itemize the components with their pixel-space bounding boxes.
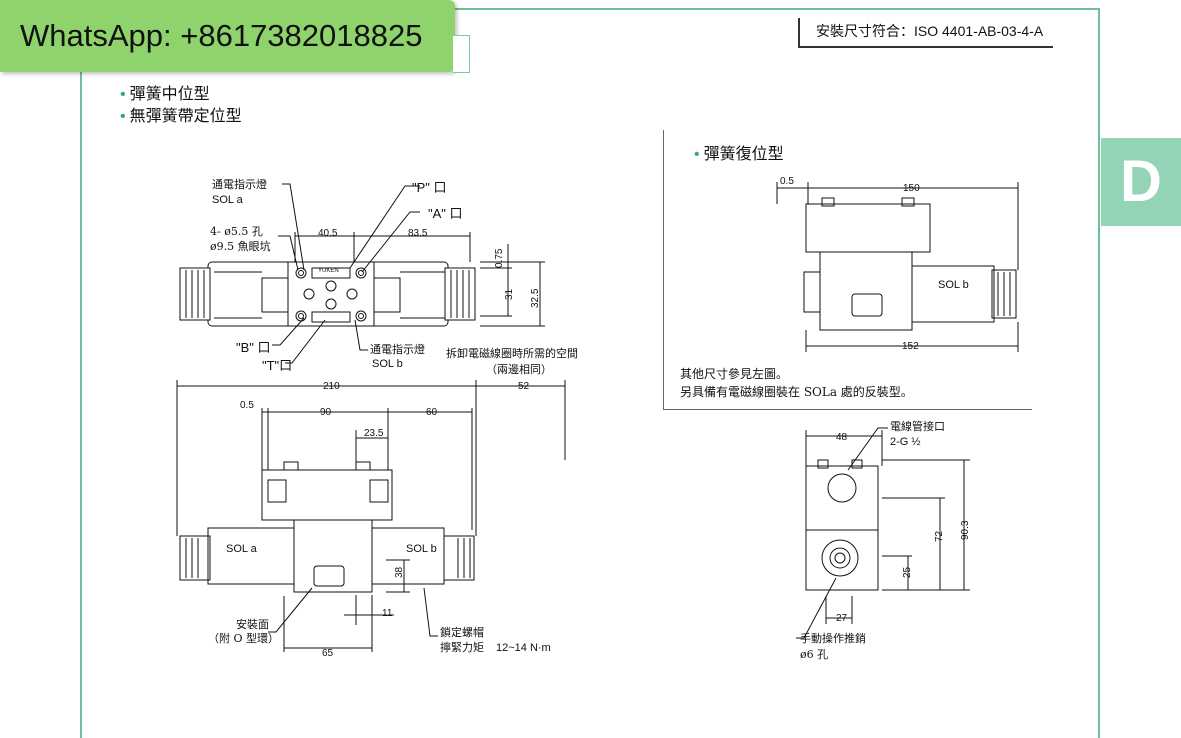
type-label: 彈簧中位型 [129,84,210,103]
brand-label: YUKEN [318,268,339,274]
dim-152: 152 [902,341,919,352]
manual-pin-hole: ø6 孔 [800,648,829,661]
torque-label: 擰緊力矩 [440,641,484,654]
valve-side-view [805,459,879,591]
removal-space-note: （兩邊相同） [486,363,552,376]
dim-32-5: 32.5 [530,288,541,308]
spring-return-title: •彈簧復位型 [694,140,784,164]
indicator-a-label: 通電指示燈 [212,178,267,191]
port-p-label: "P" 口 [412,180,447,195]
dim-38: 38 [394,566,405,578]
bullet-dot-icon: • [694,146,700,163]
dim-150: 150 [903,183,920,194]
dim-90-3: 90.3 [960,520,971,540]
valve-front-view [179,461,475,593]
conduit-size: 2-G ½ [890,436,921,448]
dim-r-0-5: 0.5 [780,176,794,187]
indicator-b-label: 通電指示燈 [370,343,425,356]
dim-65: 65 [322,648,334,659]
dim-90: 90 [320,407,332,418]
dim-25: 25 [902,566,913,578]
header-tab [453,35,470,73]
removal-space-label: 拆卸電磁線圈時所需的空間 [446,347,578,360]
manual-pin-label: 手動操作推銷 [800,632,866,645]
dim-52: 52 [518,381,530,392]
type-label: 無彈簧帶定位型 [129,106,242,125]
dim-31: 31 [504,288,515,300]
spring-return-label: 彈簧復位型 [703,144,784,163]
dim-0-75: 0.75 [494,248,505,268]
dim-0-5: 0.5 [240,400,254,411]
bullet-dot-icon: • [120,86,126,103]
torque-value: 12~14 N·m [496,642,551,654]
port-b-label: "B" 口 [236,340,271,355]
valve-top-view [179,261,476,327]
iso-standard-label: 安裝尺寸符合：ISO 4401-AB-03-4-A [798,18,1054,48]
port-a-label: "A" 口 [428,206,463,221]
dim-40-5: 40.5 [318,228,338,239]
counterbore-label: ø9.5 魚眼坑 [210,240,271,253]
sol-b-label: SOL b [406,543,437,555]
dim-210: 210 [323,381,340,392]
dim-23-5: 23.5 [364,428,384,439]
dim-60: 60 [426,407,438,418]
indicator-b-sol: SOL b [372,358,403,370]
page-frame [80,8,1100,738]
port-t-label: "T"口 [262,358,293,373]
whatsapp-banner[interactable]: WhatsApp: +8617382018825 [0,0,455,72]
sol-b-right-label: SOL b [938,279,969,291]
spring-return-panel [663,130,1032,410]
lock-nut-label: 鎖定螺帽 [440,626,484,639]
holes-label: 4- ø5.5 孔 [210,225,263,238]
note-line-2: 另具備有電磁線圈裝在 SOLa 處的反裝型。 [680,385,913,399]
dim-48: 48 [836,432,848,443]
dim-72: 72 [934,530,945,542]
note-line-1: 其他尺寸參見左圖。 [680,367,789,381]
dim-27: 27 [836,613,848,624]
type-item-2: •無彈簧帶定位型 [120,102,242,126]
type-item-1: •彈簧中位型 [120,80,210,104]
dim-83-5: 83.5 [408,228,428,239]
indicator-a-sol: SOL a [212,194,243,206]
dim-11: 11 [382,608,393,619]
bullet-dot-icon: • [120,108,126,125]
sol-a-label: SOL a [226,543,258,555]
conduit-label: 電線管接口 [890,420,945,433]
o-ring-label: （附 O 型環） [208,632,280,645]
section-tab-d[interactable]: D [1101,138,1181,226]
mounting-face-label: 安裝面 [236,618,269,631]
spring-return-view [803,197,1017,331]
